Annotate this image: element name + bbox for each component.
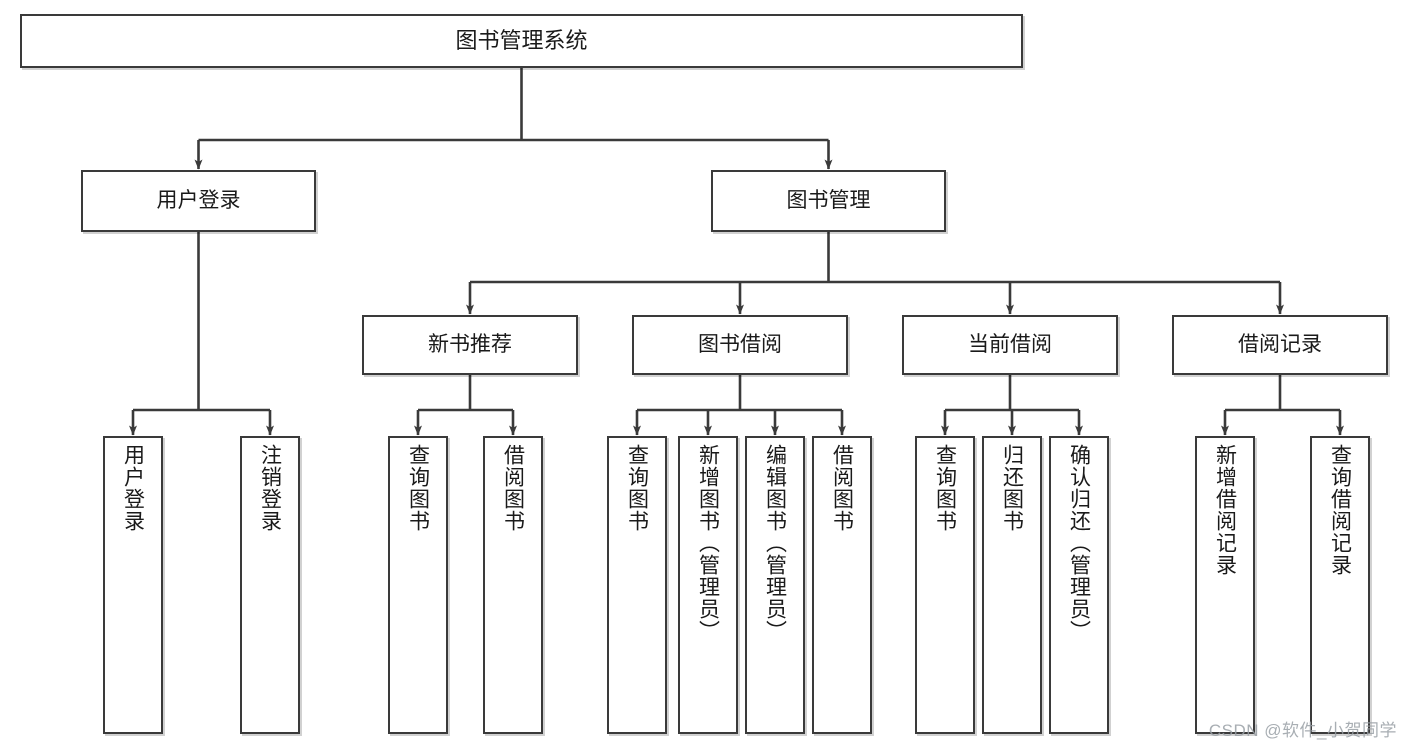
node-label: 确认归还（管理员） [1067,444,1091,642]
node-label: 查询图书 [625,444,649,532]
node-current-borrow[interactable]: 当前借阅 [902,315,1118,375]
node-leaf-confirm-return[interactable]: 确认归还（管理员） [1049,436,1109,734]
node-book-borrow[interactable]: 图书借阅 [632,315,848,375]
node-label: 图书管理 [786,188,871,212]
node-leaf-add-record[interactable]: 新增借阅记录 [1195,436,1255,734]
node-label: 当前借阅 [968,332,1052,356]
node-label: 查询图书 [406,444,430,532]
node-label: 归还图书 [1000,444,1024,532]
node-book-manage[interactable]: 图书管理 [711,170,946,232]
node-label: 借阅图书 [501,444,525,532]
node-label: 借阅记录 [1238,332,1322,356]
node-leaf-query-book-3[interactable]: 查询图书 [915,436,975,734]
node-root[interactable]: 图书管理系统 [20,14,1023,68]
node-label: 图书借阅 [698,332,782,356]
node-leaf-user-login[interactable]: 用户登录 [103,436,163,734]
node-leaf-logout[interactable]: 注销登录 [240,436,300,734]
node-label: 查询借阅记录 [1328,444,1352,576]
node-label: 编辑图书（管理员） [763,444,787,642]
node-leaf-borrow-book-1[interactable]: 借阅图书 [483,436,543,734]
node-label: 用户登录 [121,444,145,532]
node-borrow-record[interactable]: 借阅记录 [1172,315,1388,375]
node-leaf-query-record[interactable]: 查询借阅记录 [1310,436,1370,734]
node-label: 用户登录 [156,188,241,212]
node-label: 新增借阅记录 [1213,444,1237,576]
edge-layer [129,68,1344,436]
node-leaf-return-book[interactable]: 归还图书 [982,436,1042,734]
node-label: 图书管理系统 [455,27,588,53]
node-leaf-query-book-1[interactable]: 查询图书 [388,436,448,734]
node-leaf-add-book[interactable]: 新增图书（管理员） [678,436,738,734]
node-label: 查询图书 [933,444,957,532]
node-leaf-borrow-book-2[interactable]: 借阅图书 [812,436,872,734]
node-label: 借阅图书 [830,444,854,532]
node-user-login[interactable]: 用户登录 [81,170,316,232]
node-label: 注销登录 [258,444,282,532]
node-leaf-query-book-2[interactable]: 查询图书 [607,436,667,734]
node-label: 新增图书（管理员） [696,444,720,642]
node-new-book-rec[interactable]: 新书推荐 [362,315,578,375]
node-leaf-edit-book[interactable]: 编辑图书（管理员） [745,436,805,734]
node-label: 新书推荐 [428,332,512,356]
